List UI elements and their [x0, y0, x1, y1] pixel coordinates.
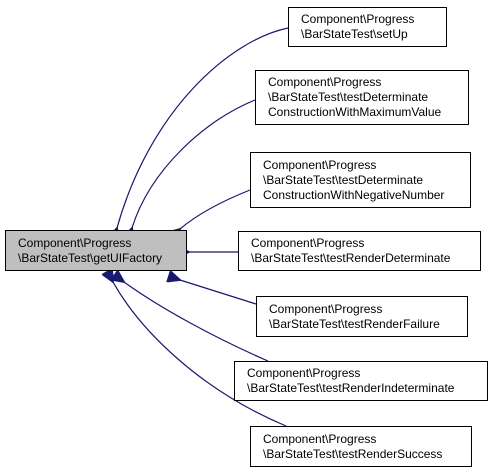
node-test-render-success-line-1: Component\Progress [263, 431, 377, 446]
node-test-determinate-construction-max[interactable]: Component\Progress \BarStateTest\testDet… [255, 70, 469, 125]
edge-test-determinate-negative [180, 189, 251, 229]
node-test-determinate-construction-negative-line-1: Component\Progress [263, 157, 377, 172]
node-get-ui-factory-line-1: Component\Progress [18, 235, 132, 250]
edge-test-render-success [113, 282, 287, 427]
node-test-render-determinate-line-1: Component\Progress [251, 236, 365, 250]
node-test-determinate-construction-max-line-2: \BarStateTest\testDeterminate [268, 90, 429, 104]
node-get-ui-factory-line-2: \BarStateTest\getUIFactory [18, 250, 163, 265]
node-test-determinate-construction-negative[interactable]: Component\Progress \BarStateTest\testDet… [250, 152, 471, 208]
node-test-render-failure-line-1: Component\Progress [269, 301, 383, 316]
edge-set-up [117, 27, 289, 228]
node-test-render-failure[interactable]: Component\Progress \BarStateTest\testRen… [256, 296, 468, 337]
edge-test-determinate-max [132, 99, 256, 228]
node-test-determinate-construction-negative-line-3: ConstructionWithNegativeNumber [263, 187, 445, 202]
node-test-render-success-line-2: \BarStateTest\testRenderSuccess [263, 446, 443, 461]
node-set-up[interactable]: Component\Progress \BarStateTest\setUp [288, 7, 447, 47]
node-test-determinate-construction-max-line-1: Component\Progress [268, 75, 382, 89]
node-test-render-indeterminate-line-1: Component\Progress [247, 366, 361, 380]
node-test-determinate-construction-max-line-3: ConstructionWithMaximumValue [268, 105, 442, 119]
node-test-render-determinate-line-2: \BarStateTest\testRenderDeterminate [251, 251, 451, 265]
node-set-up-line-1: Component\Progress [301, 12, 415, 26]
node-test-determinate-construction-negative-line-2: \BarStateTest\testDeterminate [263, 172, 424, 187]
node-get-ui-factory[interactable]: Component\Progress \BarStateTest\getUIFa… [5, 230, 187, 271]
node-set-up-line-2: \BarStateTest\setUp [301, 27, 408, 41]
node-test-render-determinate[interactable]: Component\Progress \BarStateTest\testRen… [238, 231, 481, 271]
node-test-render-success[interactable]: Component\Progress \BarStateTest\testRen… [250, 426, 472, 467]
edge-test-render-indeterminate [124, 282, 269, 362]
edge-test-render-failure [180, 280, 257, 305]
node-test-render-indeterminate[interactable]: Component\Progress \BarStateTest\testRen… [234, 361, 488, 401]
node-test-render-failure-line-2: \BarStateTest\testRenderFailure [269, 316, 440, 331]
node-test-render-indeterminate-line-2: \BarStateTest\testRenderIndeterminate [247, 381, 455, 395]
